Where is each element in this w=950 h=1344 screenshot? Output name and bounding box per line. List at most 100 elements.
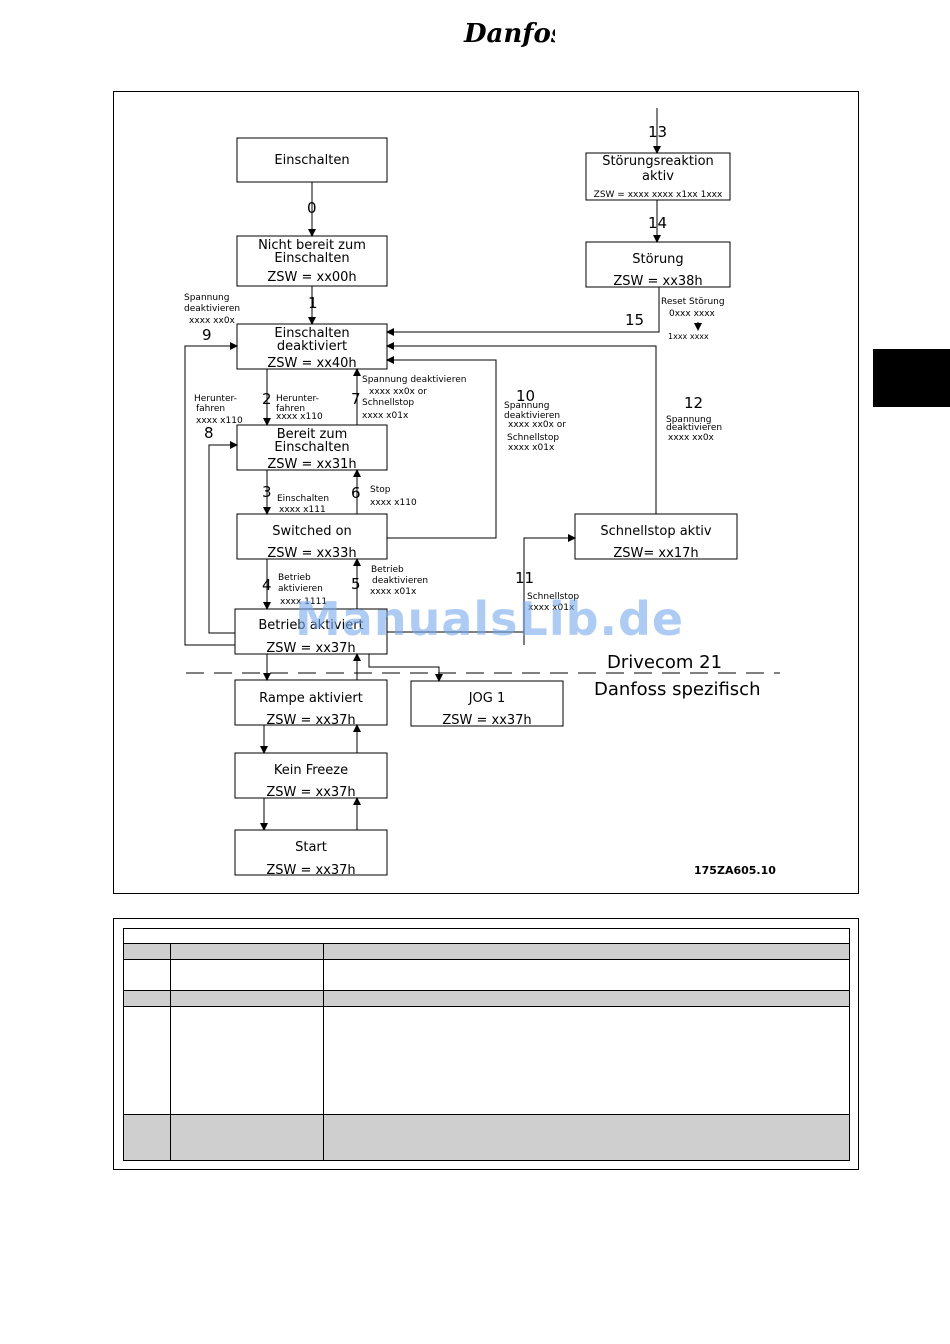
watermark: ManualsLib.de: [295, 592, 685, 646]
danfoss-specific-label: Danfoss spezifisch: [594, 679, 760, 700]
annotation: xxxx x01x: [362, 411, 409, 421]
figure-id: 175ZA605.10: [694, 864, 776, 877]
state-nicht-bereit: [236, 235, 388, 287]
state-zsw: ZSW = xx40h: [267, 356, 356, 371]
transition-arrows: [184, 108, 702, 831]
state-label: Einschalten: [274, 251, 349, 266]
state-zsw: ZSW = xx37h: [266, 713, 355, 728]
annotation: fahren: [276, 404, 305, 414]
state-zsw: ZSW = xxxx xxxx x1xx 1xxx: [594, 190, 723, 200]
annotation: fahren: [196, 404, 225, 414]
annotation: Herunter-: [194, 394, 237, 404]
state-label: Bereit zum: [277, 427, 348, 442]
annotation: deaktivieren: [372, 576, 428, 586]
state-diagram: Einschalten Nicht bereit zum Einschalten…: [184, 108, 780, 878]
annotation: Betrieb: [371, 565, 404, 575]
state-zsw: ZSW = xx31h: [267, 457, 356, 472]
annotation: xxxx x01x: [370, 587, 417, 597]
table-row: [123, 1114, 850, 1161]
state-diagram-frame: Einschalten Nicht bereit zum Einschalten…: [113, 91, 859, 894]
table-row: [123, 990, 850, 1007]
transition-number: 2: [262, 390, 272, 408]
state-zsw: ZSW = xx37h: [266, 641, 355, 656]
transition-number: 3: [262, 483, 272, 501]
annotation: xxxx xx0x or: [369, 387, 427, 397]
transition-number: 1: [308, 294, 318, 312]
annotation: xxxx xx0x: [668, 433, 715, 443]
annotation: xxxx xx0x or: [508, 420, 566, 430]
state-label: Einschalten: [274, 326, 349, 341]
state-zsw: ZSW = xx33h: [267, 546, 356, 561]
transition-number: 10: [516, 387, 535, 405]
transition-number: 12: [684, 394, 703, 412]
logo-text: Danfoss: [463, 19, 555, 49]
table-header-row: [123, 928, 850, 944]
state-zsw: ZSW= xx17h: [613, 546, 698, 561]
state-einschalten: [236, 137, 388, 183]
danfoss-logo: Danfoss: [463, 19, 555, 49]
state-label: Kein Freeze: [274, 763, 348, 778]
transition-number: 6: [351, 484, 361, 502]
state-label: JOG 1: [468, 691, 506, 706]
state-label: Betrieb aktiviert: [258, 618, 363, 633]
annotation: Spannung: [666, 415, 711, 425]
state-label: Einschalten: [274, 153, 349, 168]
transition-number: 7: [351, 390, 361, 408]
chapter-tab: [873, 349, 950, 407]
state-jog: [410, 680, 564, 727]
table-row: [123, 1006, 850, 1115]
state-start: [234, 829, 388, 876]
transition-number: 9: [202, 326, 212, 344]
state-kein-freeze: [234, 752, 388, 799]
annotation: Spannung deaktivieren: [362, 375, 466, 385]
state-label: Start: [295, 840, 327, 855]
annotation: Stop: [370, 485, 391, 495]
state-label: deaktiviert: [277, 339, 347, 354]
annotation: Betrieb: [278, 573, 311, 583]
annotation: xxxx x110: [196, 416, 243, 426]
state-stoerungsreaktion: [585, 152, 731, 201]
state-label: aktiv: [642, 169, 674, 184]
transition-number: 15: [625, 311, 644, 329]
annotation: xxxx x01x: [508, 443, 555, 453]
transition-number: 4: [262, 576, 272, 594]
state-bereit: [236, 424, 388, 471]
state-zsw: ZSW = xx38h: [613, 274, 702, 289]
annotation: Schnellstop: [527, 592, 579, 602]
transition-number: 11: [515, 569, 534, 587]
state-label: Switched on: [272, 524, 352, 539]
annotation: Reset Störung: [661, 297, 725, 307]
annotation: deaktivieren: [184, 304, 240, 314]
state-label: Rampe aktiviert: [259, 691, 363, 706]
table-frame: [113, 918, 859, 1170]
annotation: Einschalten: [277, 494, 329, 504]
annotation: deaktivieren: [504, 411, 560, 421]
annotation: Spannung: [504, 401, 549, 411]
annotation: xxxx 1111: [280, 597, 327, 607]
transition-number: 0: [307, 199, 317, 217]
annotation: deaktivieren: [666, 423, 722, 433]
state-label: Schnellstop aktiv: [600, 524, 712, 539]
table-row: [123, 959, 850, 991]
annotation: xxxx xx0x: [189, 316, 236, 326]
state-label: Einschalten: [274, 440, 349, 455]
annotation: Schnellstop: [507, 433, 559, 443]
state-label: Störungsreaktion: [602, 154, 714, 169]
empty-table: [123, 928, 850, 1161]
transition-number: 5: [351, 575, 361, 593]
annotation: Herunter-: [276, 394, 319, 404]
state-betrieb-aktiviert: [234, 608, 388, 655]
drivecom-label: Drivecom 21: [607, 652, 722, 673]
state-rampe-aktiviert: [234, 679, 388, 726]
state-label: Nicht bereit zum: [258, 238, 366, 253]
state-zsw: ZSW = xx00h: [267, 270, 356, 285]
annotation: 0xxx xxxx: [669, 309, 716, 319]
transition-number: 13: [648, 123, 667, 141]
annotation: xxxx x110: [276, 412, 323, 422]
state-label: Störung: [632, 252, 683, 267]
annotation: Spannung: [184, 293, 229, 303]
annotation: xxxx x110: [370, 498, 417, 508]
state-schnellstop: [574, 513, 738, 560]
transition-number: 14: [648, 214, 667, 232]
state-zsw: ZSW = xx37h: [266, 863, 355, 878]
